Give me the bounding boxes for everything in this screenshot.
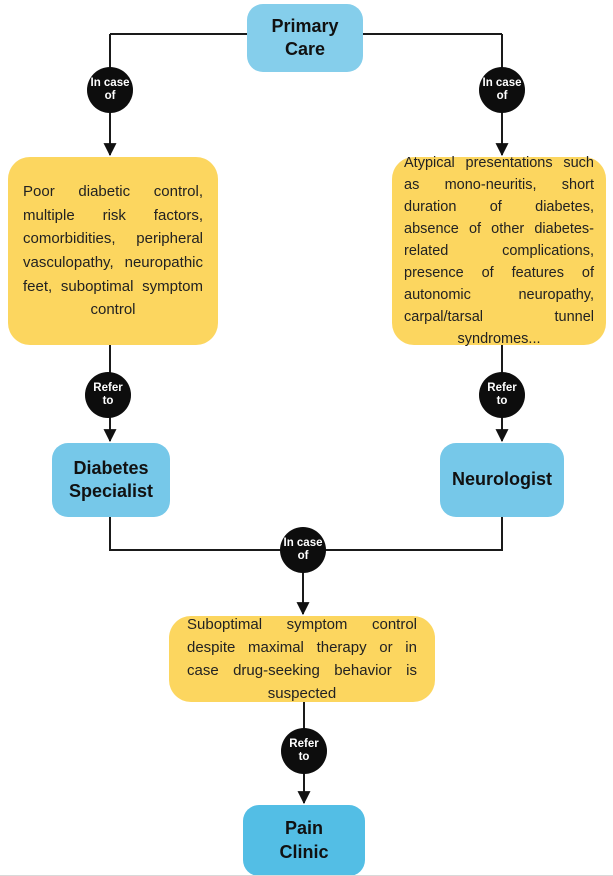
in-case-of-badge-right: In case of xyxy=(479,67,525,113)
condition-left-text: Poor diabetic control, multiple risk fac… xyxy=(23,182,203,319)
diabetes-specialist-node: Diabetes Specialist xyxy=(52,443,170,517)
refer-to-badge-right: Refer to xyxy=(479,372,525,418)
condition-right-text: Atypical presentations such as mono-neur… xyxy=(404,154,594,348)
pain-clinic-label: Pain Clinic xyxy=(279,818,329,862)
diabetes-specialist-label: Diabetes Specialist xyxy=(68,457,154,501)
in-case-of-badge-center: In case of xyxy=(280,527,326,573)
condition-merged-text: Suboptimal symptom control despite maxim… xyxy=(187,615,417,703)
primary-care-node: Primary Care xyxy=(247,4,363,72)
in-case-of-badge-left: In case of xyxy=(87,67,133,113)
neurologist-node: Neurologist xyxy=(440,443,564,517)
primary-care-label: Primary Care xyxy=(271,15,339,59)
neurologist-label: Neurologist xyxy=(451,469,552,490)
refer-to-badge-left: Refer to xyxy=(85,372,131,418)
condition-merged-node: Suboptimal symptom control despite maxim… xyxy=(169,616,435,702)
pain-clinic-node: Pain Clinic xyxy=(243,805,365,875)
condition-left-node: Poor diabetic control, multiple risk fac… xyxy=(8,157,218,345)
condition-right-node: Atypical presentations such as mono-neur… xyxy=(392,155,606,347)
refer-to-badge-bottom: Refer to xyxy=(281,728,327,774)
